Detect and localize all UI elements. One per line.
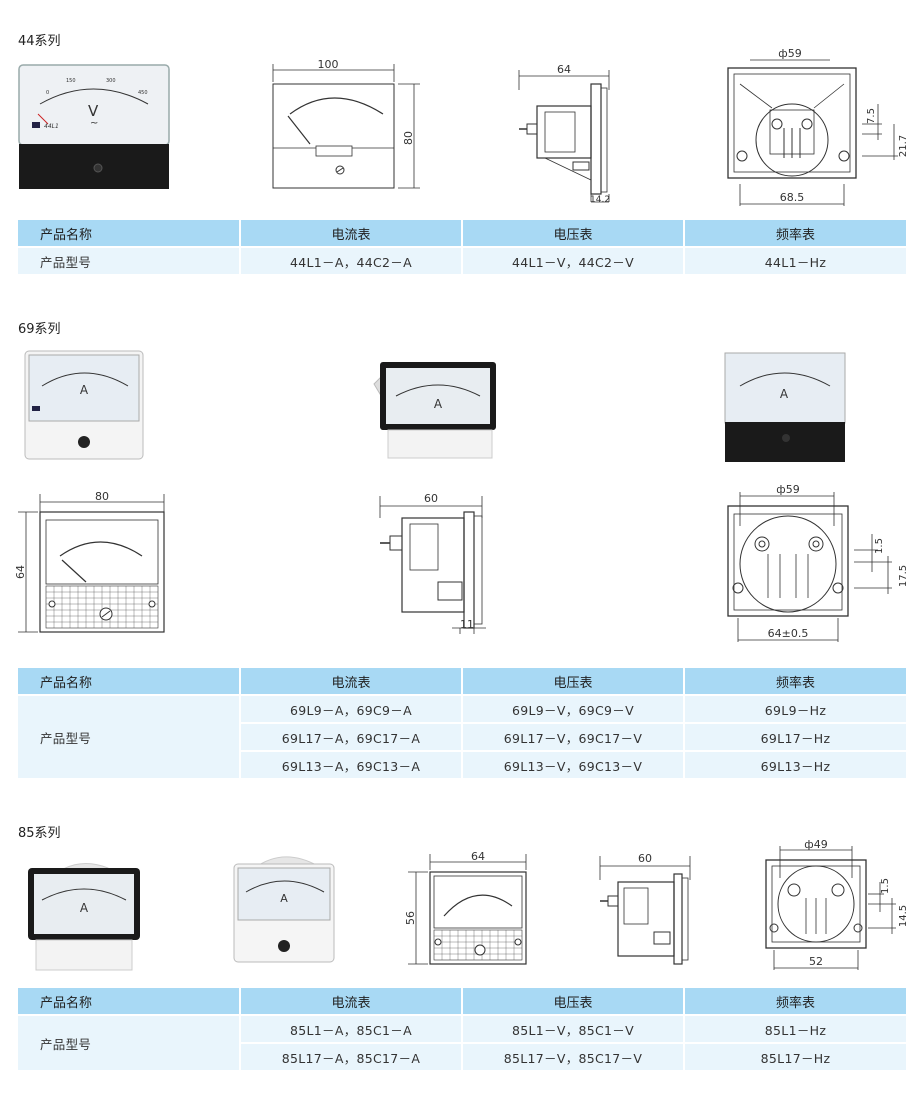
header-cell: 电压表 bbox=[462, 988, 685, 1016]
rear-drawing-69: ф59 1.5 17.5 64±0.5 bbox=[727, 483, 909, 642]
header-cell: 电压表 bbox=[462, 220, 685, 248]
svg-text:0: 0 bbox=[46, 90, 49, 96]
front-drawing-44: 100 80 bbox=[272, 58, 420, 189]
table-cell: 85L1－A，85C1－A bbox=[240, 1015, 463, 1044]
svg-text:64: 64 bbox=[471, 850, 485, 863]
header-cell: 产品名称 bbox=[18, 668, 241, 696]
header-cell: 频率表 bbox=[684, 988, 906, 1016]
svg-text:52: 52 bbox=[809, 955, 823, 968]
meter-photo-69-a: A bbox=[24, 350, 144, 460]
table-cell: 69L9－Hz bbox=[684, 695, 906, 724]
table-row: 69L17－A，69C17－A 69L17－V，69C17－V 69L17－Hz bbox=[18, 723, 906, 752]
meter-photo-44: 0 150 300 450 V ~ 44L1 bbox=[18, 64, 170, 189]
svg-text:1.5: 1.5 bbox=[880, 878, 891, 894]
svg-text:80: 80 bbox=[95, 490, 109, 503]
svg-text:ф49: ф49 bbox=[804, 838, 827, 851]
svg-text:~: ~ bbox=[90, 118, 98, 129]
svg-text:450: 450 bbox=[138, 90, 148, 96]
rear-drawing-85: ф49 1.5 14.5 52 bbox=[765, 838, 909, 970]
table-header-row: 产品名称 电流表 电压表 频率表 bbox=[18, 220, 906, 248]
header-cell: 产品名称 bbox=[18, 988, 241, 1016]
svg-text:64: 64 bbox=[557, 63, 571, 76]
header-cell: 电压表 bbox=[462, 668, 685, 696]
svg-text:150: 150 bbox=[66, 78, 76, 84]
svg-text:100: 100 bbox=[318, 58, 339, 71]
series-title-69: 69系列 bbox=[18, 322, 61, 337]
table-cell: 85L17－V，85C17－V bbox=[462, 1043, 685, 1072]
svg-text:1.5: 1.5 bbox=[874, 538, 885, 554]
header-cell: 电流表 bbox=[240, 988, 463, 1016]
svg-text:A: A bbox=[434, 397, 443, 411]
row-label: 产品型号 bbox=[18, 1015, 241, 1072]
svg-text:56: 56 bbox=[404, 911, 417, 925]
side-drawing-69: 60 11 bbox=[379, 492, 486, 634]
svg-text:ф59: ф59 bbox=[778, 47, 801, 60]
svg-text:7.5: 7.5 bbox=[866, 108, 877, 124]
header-cell: 频率表 bbox=[684, 220, 906, 248]
svg-text:ф59: ф59 bbox=[776, 483, 799, 496]
svg-text:21.7: 21.7 bbox=[898, 135, 909, 157]
table-cell: 85L17－Hz bbox=[684, 1043, 906, 1072]
svg-text:A: A bbox=[80, 901, 89, 915]
row-label: 产品型号 bbox=[18, 247, 241, 276]
svg-text:11: 11 bbox=[460, 618, 474, 631]
table-cell: 44L1－Hz bbox=[684, 247, 906, 276]
table-cell: 69L13－A，69C13－A bbox=[240, 751, 463, 780]
spec-table-44: 产品名称 电流表 电压表 频率表 产品型号 44L1－A，44C2－A 44L1… bbox=[18, 220, 906, 276]
meter-photo-69-c: A bbox=[724, 352, 846, 462]
svg-text:300: 300 bbox=[106, 78, 116, 84]
series-title-44: 44系列 bbox=[18, 34, 61, 49]
row-label: 产品型号 bbox=[18, 695, 241, 780]
svg-text:A: A bbox=[780, 387, 789, 401]
table-cell: 69L17－Hz bbox=[684, 723, 906, 752]
series-title-85: 85系列 bbox=[18, 826, 61, 841]
table-cell: 85L1－Hz bbox=[684, 1015, 906, 1044]
svg-text:64±0.5: 64±0.5 bbox=[768, 627, 809, 640]
table-row: 产品型号 85L1－A，85C1－A 85L1－V，85C1－V 85L1－Hz bbox=[18, 1015, 906, 1072]
table-cell: 85L17－A，85C17－A bbox=[240, 1043, 463, 1072]
header-cell: 产品名称 bbox=[18, 220, 241, 248]
spec-table-85: 产品名称 电流表 电压表 频率表 产品型号 85L1－A，85C1－A 85L1… bbox=[18, 988, 906, 1072]
spec-table-69: 产品名称 电流表 电压表 频率表 产品型号 69L9－A，69C9－A 69L9… bbox=[18, 668, 906, 780]
rear-drawing-44: ф59 7.5 21.7 68.5 bbox=[727, 47, 909, 206]
table-cell: 69L13－Hz bbox=[684, 751, 906, 780]
side-drawing-44: 64 14.2 bbox=[518, 63, 610, 205]
side-drawing-85: 60 bbox=[599, 852, 691, 965]
table-cell: 69L17－A，69C17－A bbox=[240, 723, 463, 752]
table-header-row: 产品名称 电流表 电压表 频率表 bbox=[18, 988, 906, 1016]
front-drawing-69: 80 64 bbox=[14, 490, 165, 633]
table-cell: 69L9－V，69C9－V bbox=[462, 695, 685, 724]
front-drawing-85: 64 56 bbox=[404, 850, 527, 965]
table-cell: 85L1－V，85C1－V bbox=[462, 1015, 685, 1044]
svg-text:V: V bbox=[88, 102, 99, 120]
svg-text:44L1: 44L1 bbox=[44, 123, 59, 130]
svg-text:60: 60 bbox=[638, 852, 652, 865]
header-cell: 频率表 bbox=[684, 668, 906, 696]
svg-text:A: A bbox=[80, 383, 89, 397]
table-cell: 69L9－A，69C9－A bbox=[240, 695, 463, 724]
table-row: 产品型号 69L9－A，69C9－A 69L9－V，69C9－V 69L9－Hz bbox=[18, 695, 906, 780]
table-cell: 69L17－V，69C17－V bbox=[462, 723, 685, 752]
svg-text:17.5: 17.5 bbox=[898, 565, 909, 587]
table-cell: 44L1－V，44C2－V bbox=[462, 247, 685, 276]
svg-text:64: 64 bbox=[14, 565, 27, 579]
svg-text:14.2: 14.2 bbox=[590, 195, 610, 205]
table-row: 69L13－A，69C13－A 69L13－V，69C13－V 69L13－Hz bbox=[18, 751, 906, 780]
meter-photo-85-a: A bbox=[28, 863, 140, 971]
svg-text:68.5: 68.5 bbox=[780, 191, 805, 204]
meter-photo-69-b: A bbox=[373, 362, 496, 459]
table-row: 85L17－A，85C17－A 85L17－V，85C17－V 85L17－Hz bbox=[18, 1043, 906, 1072]
table-row: 产品型号 44L1－A，44C2－A 44L1－V，44C2－V 44L1－Hz bbox=[18, 247, 906, 276]
meter-photo-85-b: A bbox=[233, 856, 335, 963]
header-cell: 电流表 bbox=[240, 668, 463, 696]
table-cell: 44L1－A，44C2－A bbox=[240, 247, 463, 276]
svg-text:14.5: 14.5 bbox=[898, 905, 909, 927]
table-header-row: 产品名称 电流表 电压表 频率表 bbox=[18, 668, 906, 696]
header-cell: 电流表 bbox=[240, 220, 463, 248]
svg-text:60: 60 bbox=[424, 492, 438, 505]
table-cell: 69L13－V，69C13－V bbox=[462, 751, 685, 780]
svg-text:A: A bbox=[280, 892, 288, 905]
svg-text:80: 80 bbox=[402, 131, 415, 145]
